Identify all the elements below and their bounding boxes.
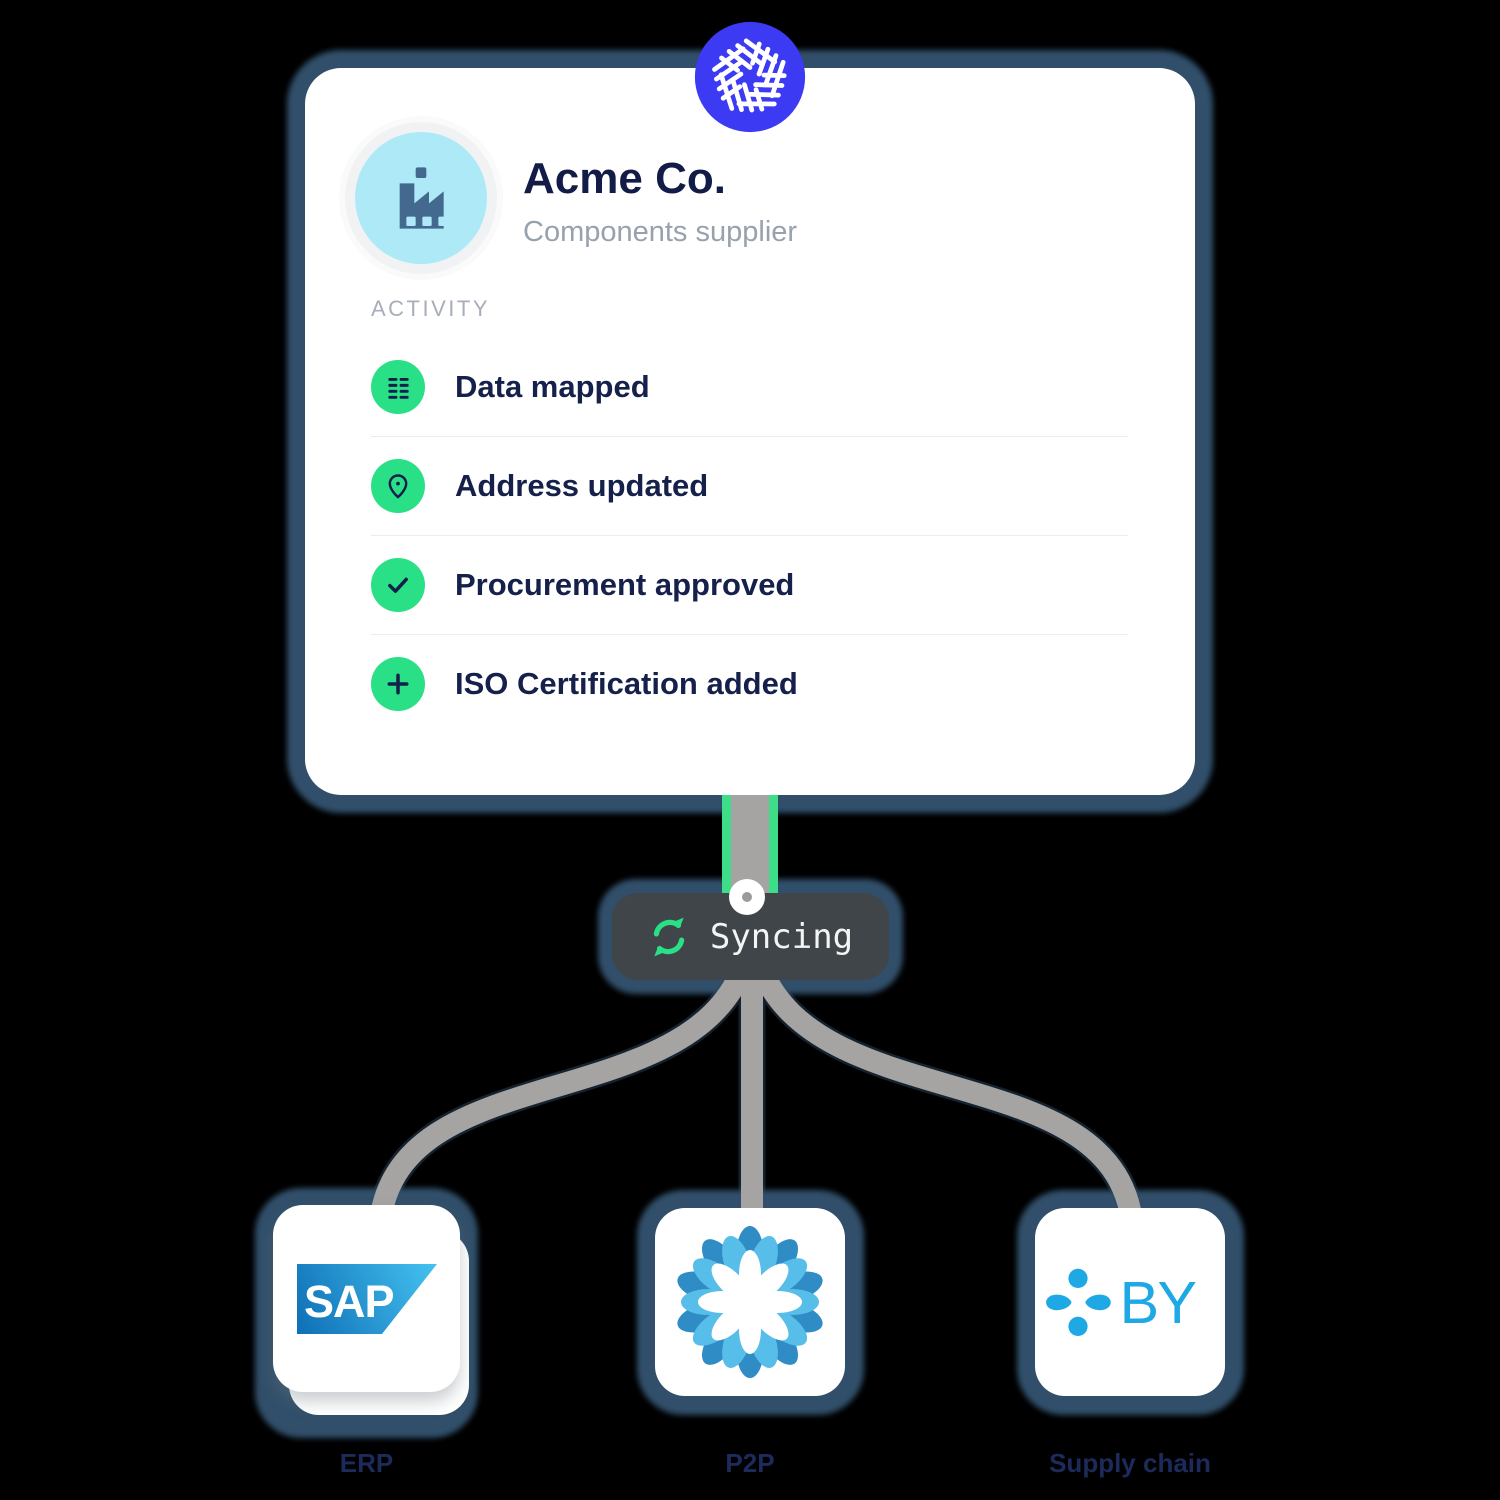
pinwheel-logo-icon <box>694 21 806 133</box>
svg-text:BY: BY <box>1120 1269 1197 1336</box>
activity-item-label: Data mapped <box>455 369 650 404</box>
activity-heading: ACTIVITY <box>371 296 491 321</box>
plus-icon <box>371 657 425 711</box>
location-pin-icon <box>371 459 425 513</box>
activity-row: Address updated <box>371 437 1128 536</box>
supplier-name: Acme Co. <box>523 154 726 203</box>
activity-item-label: ISO Certification added <box>455 666 798 701</box>
factory-icon <box>399 167 448 229</box>
flower-logo <box>673 1226 827 1378</box>
activity-item-label: Procurement approved <box>455 567 795 602</box>
label-supply-chain: Supply chain <box>1049 1448 1211 1478</box>
blue-yonder-logo: BY <box>1046 1268 1198 1336</box>
connector-dot <box>729 879 765 915</box>
sync-label: Syncing <box>709 916 854 957</box>
supplier-type: Components supplier <box>523 216 798 248</box>
activity-row: Procurement approved <box>371 536 1128 635</box>
activity-row: ISO Certification added <box>371 635 1128 733</box>
activity-row: Data mapped <box>371 338 1128 437</box>
sap-card: SAP <box>273 1205 460 1392</box>
brand-badge <box>693 20 807 134</box>
branch-left <box>368 965 753 1236</box>
label-p2p: P2P <box>725 1448 775 1478</box>
svg-text:SAP: SAP <box>304 1276 394 1327</box>
sync-arrows-icon <box>653 917 685 956</box>
p2p-card <box>655 1208 845 1396</box>
data-list-icon <box>371 360 425 414</box>
activity-item-label: Address updated <box>455 468 709 503</box>
label-erp: ERP <box>339 1448 394 1478</box>
avatar <box>355 132 487 264</box>
check-icon <box>371 558 425 612</box>
activity-list: Data mapped Address updated Procureme <box>371 338 1128 733</box>
blue-yonder-card: BY <box>1035 1208 1225 1396</box>
supplier-card: Acme Co. Components supplier ACTIVITY Da… <box>305 68 1195 795</box>
sap-logo: SAP <box>296 1263 437 1334</box>
branch-right <box>751 965 1144 1236</box>
